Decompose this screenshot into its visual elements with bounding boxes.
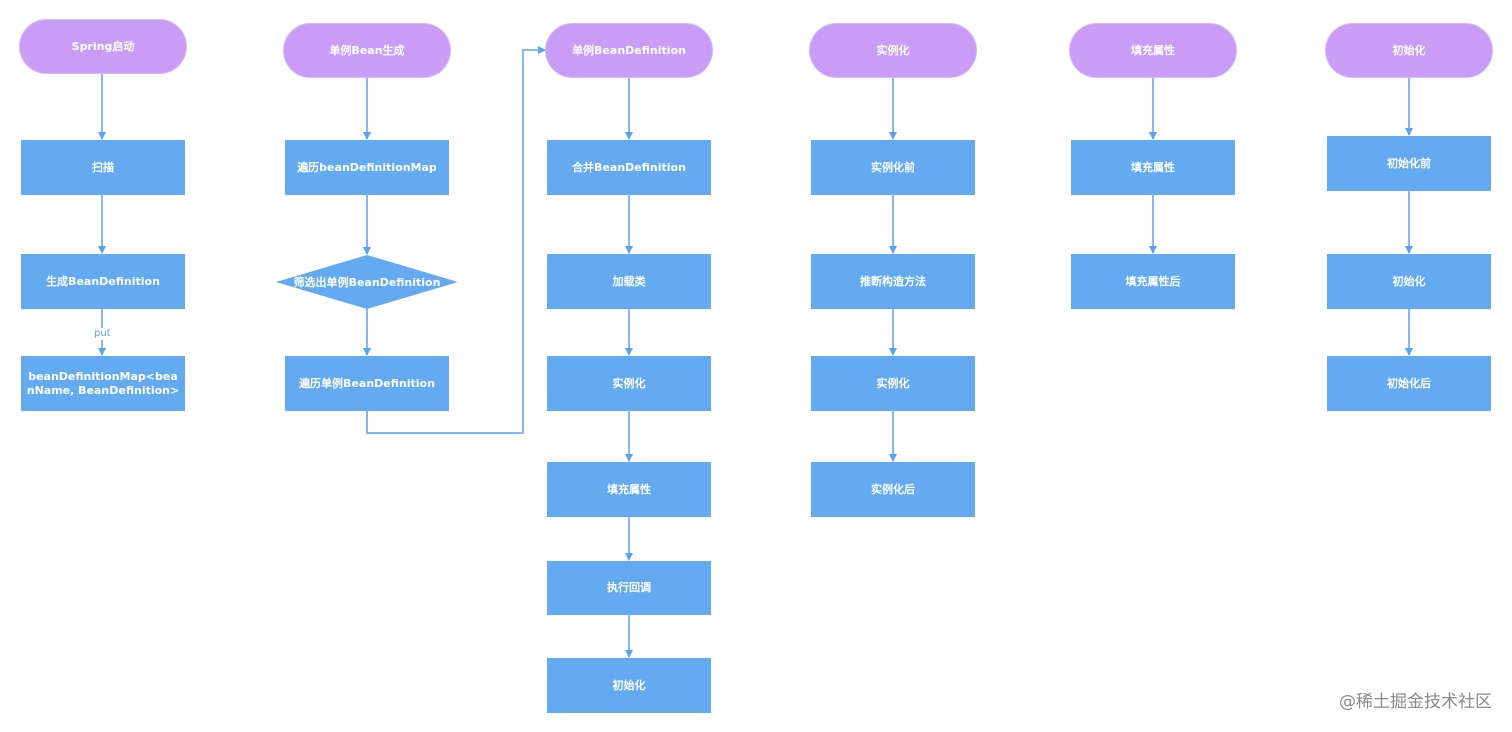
start-node-spring-startup: Spring启动 — [20, 20, 186, 73]
start-node-singleton-bean-definition: 单例BeanDefinition — [546, 24, 712, 77]
process-node-infer-constructor: 推断构造方法 — [811, 254, 975, 309]
watermark-text: @稀土掘金技术社区 — [1339, 692, 1492, 712]
process-node-after-initialization: 初始化后 — [1327, 356, 1491, 411]
process-node-bean-definition-map: beanDefinitionMap<beanName, BeanDefiniti… — [21, 356, 185, 411]
process-node-execute-callbacks: 执行回调 — [547, 561, 711, 615]
process-node-instantiate: 实例化 — [547, 356, 711, 411]
process-node-iterate-singleton-bean-definition: 遍历单例BeanDefinition — [285, 356, 449, 411]
decision-label: 筛选出单例BeanDefinition — [293, 276, 441, 289]
process-node-after-populate: 填充属性后 — [1071, 254, 1235, 309]
decision-diamond-shape — [276, 255, 458, 309]
process-node-load-class: 加载类 — [547, 254, 711, 309]
process-node-after-instantiation: 实例化后 — [811, 462, 975, 517]
process-node-populate-properties: 填充属性 — [547, 462, 711, 517]
process-node-before-initialization: 初始化前 — [1327, 136, 1491, 191]
edge-label-put: put — [93, 328, 112, 340]
process-node-populate-step: 填充属性 — [1071, 140, 1235, 195]
start-node-initialization: 初始化 — [1326, 24, 1492, 77]
process-node-merge-bean-definition: 合并BeanDefinition — [547, 140, 711, 195]
process-node-instantiate-step: 实例化 — [811, 356, 975, 411]
process-node-initialization-step: 初始化 — [1327, 254, 1491, 309]
start-node-populate-properties: 填充属性 — [1070, 24, 1236, 77]
process-node-before-instantiation: 实例化前 — [811, 140, 975, 195]
process-node-iterate-bean-definition-map: 遍历beanDefinitionMap — [285, 140, 449, 195]
process-node-scan: 扫描 — [21, 140, 185, 195]
process-node-generate-bean-definition: 生成BeanDefinition — [21, 254, 185, 309]
decision-node-filter-singleton: 筛选出单例BeanDefinition — [276, 255, 458, 309]
start-node-singleton-bean-generation: 单例Bean生成 — [284, 24, 450, 77]
process-node-initialize: 初始化 — [547, 658, 711, 713]
start-node-instantiation: 实例化 — [810, 24, 976, 77]
